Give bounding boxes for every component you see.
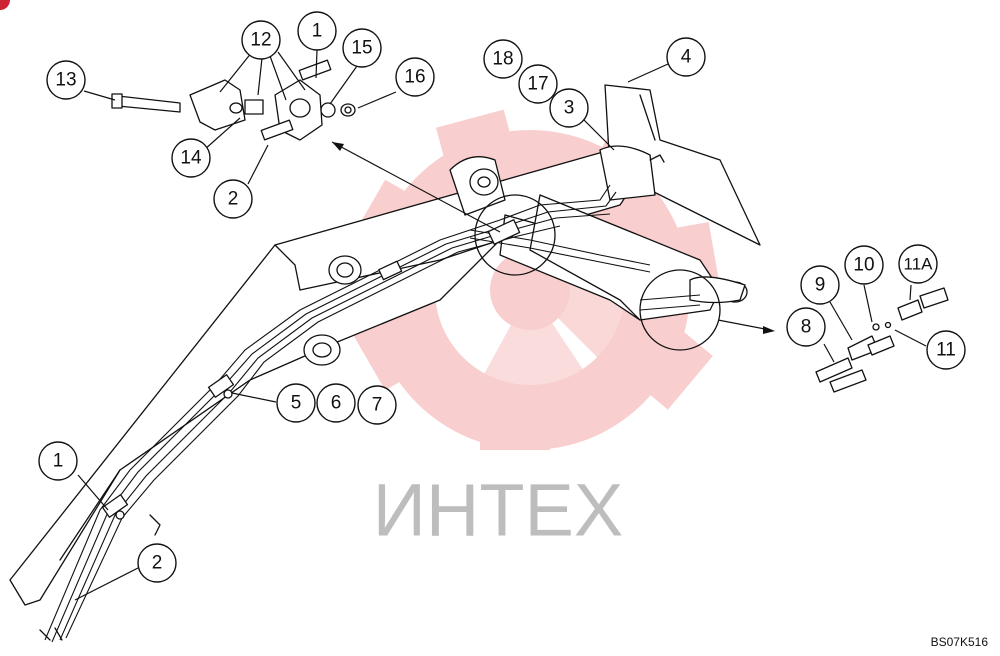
svg-text:17: 17 [527,74,548,95]
callout-13: 13 [46,60,86,100]
callout-11: 11 [926,330,966,370]
dipper-arm [9,149,651,606]
detail-circles [474,194,721,351]
callout-17: 17 [518,64,558,104]
corner-badge [0,0,10,10]
boom-end [599,84,761,246]
svg-text:1: 1 [53,451,64,472]
svg-text:7: 7 [372,395,383,416]
callout-9: 9 [800,265,840,305]
svg-text:16: 16 [404,67,425,88]
callout-16: 16 [395,57,435,97]
svg-text:11: 11 [936,340,956,361]
hydraulic-lines [39,184,701,643]
svg-text:1: 1 [312,21,323,42]
drawing-code: BS07K516 [931,635,989,649]
callout-15: 15 [342,28,382,68]
cylinder-linkage [499,194,748,321]
callout-7: 7 [357,385,397,425]
callout-2-bottom: 2 [137,543,177,583]
callout-12: 12 [241,20,281,60]
svg-text:6: 6 [331,393,342,414]
svg-text:2: 2 [152,553,163,574]
svg-text:10: 10 [853,255,874,276]
svg-text:4: 4 [681,47,692,68]
callout-14: 14 [171,138,211,178]
callout-3: 3 [549,88,589,128]
fittings-assembly [815,287,949,393]
callout-8: 8 [786,307,826,347]
leader-lines [74,49,927,601]
callout-1-bottom: 1 [38,441,78,481]
svg-text:14: 14 [180,148,202,169]
callouts: 13 12 1 15 16 14 2 18 17 3 4 10 11A 9 8 … [38,11,966,583]
svg-text:3: 3 [564,98,575,119]
callout-11A: 11A [898,244,938,284]
svg-text:2: 2 [228,189,239,210]
callout-6: 6 [316,383,356,423]
callout-4: 4 [666,37,706,77]
svg-text:9: 9 [815,275,826,296]
svg-text:13: 13 [55,70,76,91]
svg-text:5: 5 [291,393,302,414]
svg-text:15: 15 [351,38,372,59]
svg-text:11A: 11A [904,255,934,274]
callout-5: 5 [276,383,316,423]
pivot-pin-assembly [111,59,356,141]
svg-text:8: 8 [801,317,812,338]
svg-text:18: 18 [492,49,513,70]
callout-10: 10 [844,245,884,285]
callout-18: 18 [483,39,523,79]
callout-2-top: 2 [213,179,253,219]
watermark-text: ИНТЕХ [373,469,624,552]
callout-1-top: 1 [297,11,337,51]
svg-text:12: 12 [250,30,271,51]
